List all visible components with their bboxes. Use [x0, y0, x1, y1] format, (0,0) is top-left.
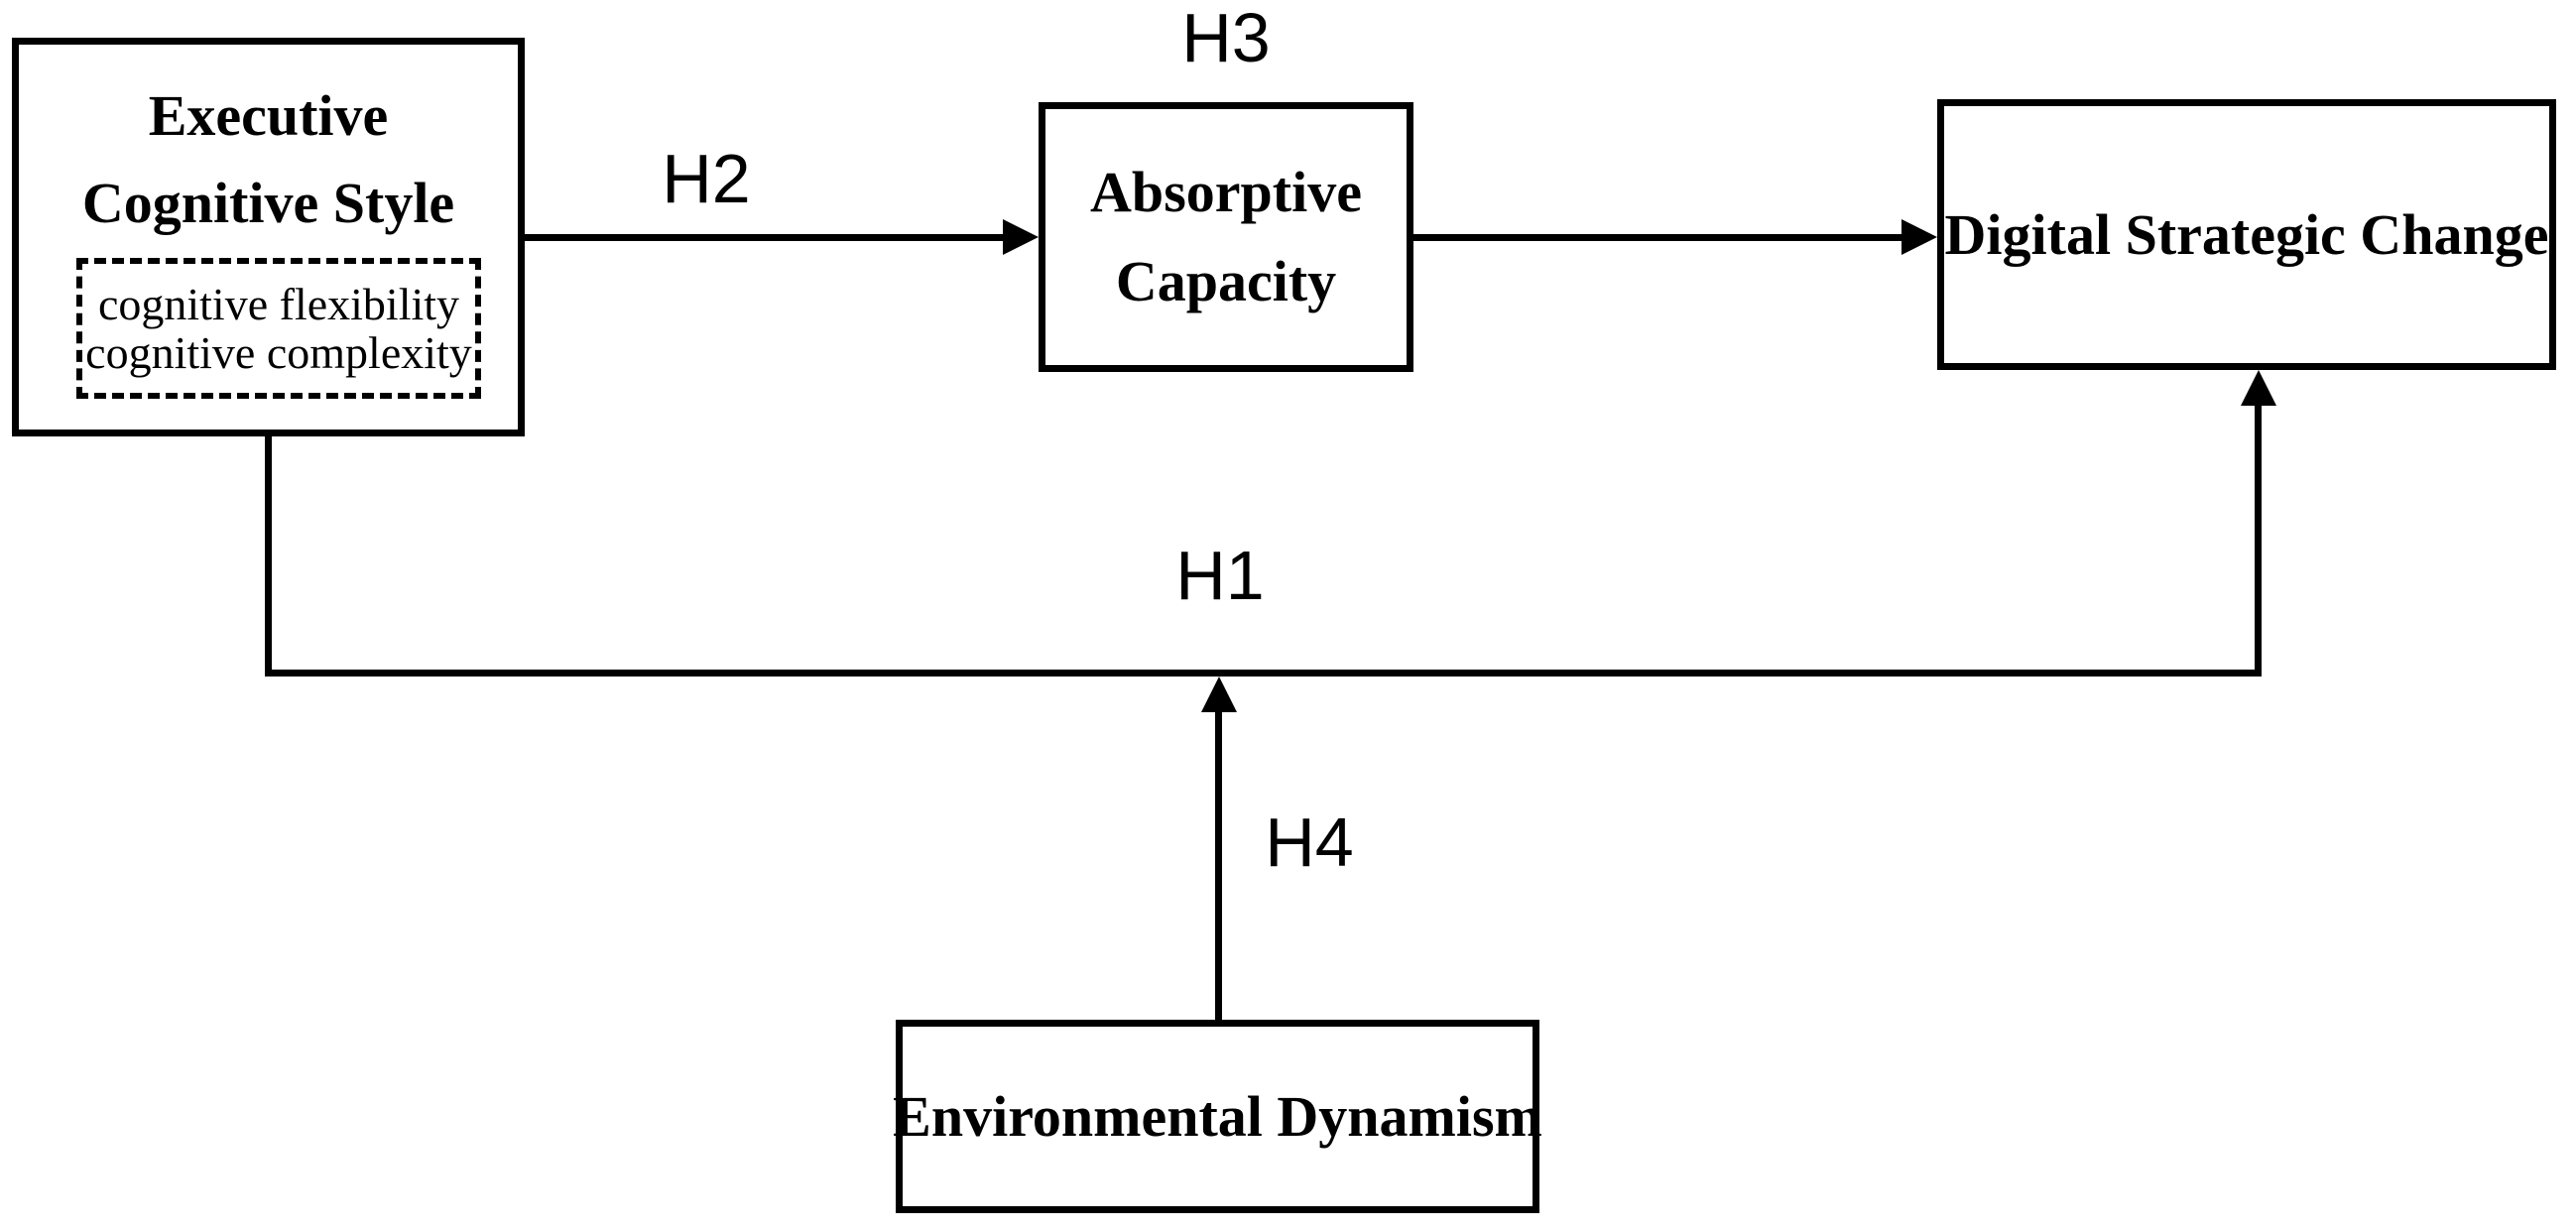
h2-arrowhead-icon — [1003, 219, 1039, 255]
digital-strategic-change-box: Digital Strategic Change — [1937, 99, 2556, 370]
h4-arrowhead-icon — [1201, 677, 1237, 712]
executive-cognitive-style-label-line2: Cognitive Style — [81, 171, 455, 235]
h2-path-label: H2 — [662, 140, 751, 217]
absorptive-capacity-label-line2: Capacity — [1115, 249, 1337, 313]
cognitive-dimensions-dashed-box: cognitive flexibility cognitive complexi… — [76, 258, 481, 399]
cognitive-flexibility-label: cognitive flexibility — [97, 279, 460, 329]
executive-cognitive-style-box: Executive Cognitive Style cognitive flex… — [12, 38, 525, 436]
ac-to-dsc-arrowhead-icon — [1901, 219, 1937, 255]
h3-path-label: H3 — [1181, 0, 1271, 76]
cognitive-complexity-label: cognitive complexity — [85, 327, 472, 378]
environmental-dynamism-box: Environmental Dynamism — [893, 1020, 1542, 1213]
h4-arrow-line — [1215, 712, 1222, 1020]
ac-to-dsc-arrow-line — [1413, 234, 1901, 241]
executive-cognitive-style-label-line1: Executive — [148, 83, 389, 148]
h4-path-label: H4 — [1265, 803, 1354, 881]
environmental-dynamism-label: Environmental Dynamism — [893, 1083, 1542, 1149]
h1-arrowhead-icon — [2241, 370, 2276, 406]
h1-arrow-horizontal-line — [265, 670, 2262, 677]
h2-arrow-line — [525, 234, 1003, 241]
h1-arrow-vertical-to-dsc — [2255, 406, 2262, 677]
h1-arrow-vertical-from-ecs — [265, 436, 272, 677]
h1-path-label: H1 — [1175, 537, 1265, 614]
absorptive-capacity-box: Absorptive Capacity — [1039, 102, 1413, 372]
absorptive-capacity-label-line1: Absorptive — [1090, 160, 1362, 224]
digital-strategic-change-label: Digital Strategic Change — [1944, 201, 2549, 267]
